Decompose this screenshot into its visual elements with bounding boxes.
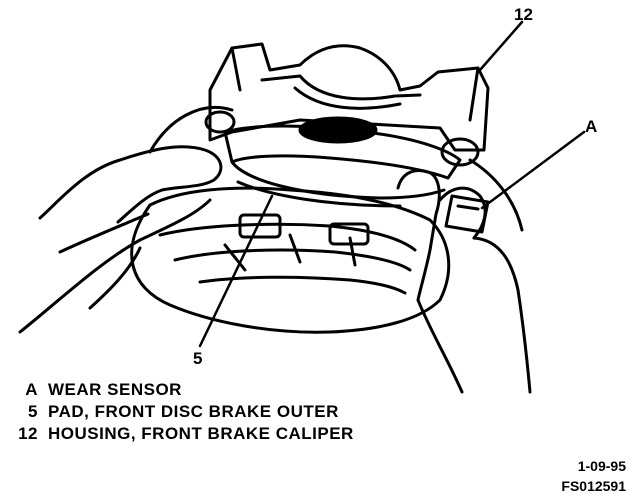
legend-row-housing: 12 HOUSING, FRONT BRAKE CALIPER (6, 424, 354, 446)
legend: A WEAR SENSOR 5 PAD, FRONT DISC BRAKE OU… (6, 380, 354, 446)
rotor-backing-plate (130, 186, 451, 334)
legend-key: A (25, 380, 38, 399)
legend-row-wear-sensor: A WEAR SENSOR (6, 380, 354, 402)
legend-text: PAD, FRONT DISC BRAKE OUTER (48, 402, 339, 421)
figure-date: 1-09-95 (577, 458, 626, 474)
legend-key: 12 (18, 424, 38, 443)
callout-12: 12 (514, 5, 533, 24)
leader-line-12 (478, 20, 524, 72)
leader-line-5 (198, 194, 274, 348)
figure-code: FS012591 (561, 478, 626, 494)
legend-text: WEAR SENSOR (48, 380, 182, 399)
left-hand (18, 105, 234, 334)
callout-5: 5 (193, 349, 203, 368)
legend-row-pad: 5 PAD, FRONT DISC BRAKE OUTER (6, 402, 354, 424)
brake-pad (204, 110, 480, 208)
callout-a: A (585, 117, 598, 136)
legend-key: 5 (28, 402, 38, 421)
leader-line-a (480, 130, 586, 210)
wear-sensor (444, 194, 490, 234)
legend-text: HOUSING, FRONT BRAKE CALIPER (48, 424, 354, 443)
caliper-housing (208, 42, 490, 152)
right-hand (396, 158, 532, 394)
